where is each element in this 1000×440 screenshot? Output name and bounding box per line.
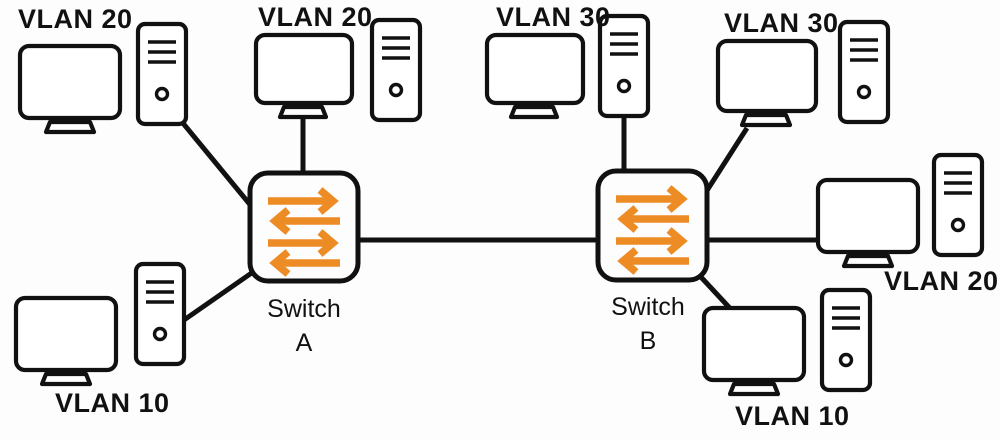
tower-icon xyxy=(597,13,651,119)
switch-arrows-icon xyxy=(268,187,340,277)
host-a-top[interactable]: VLAN 20 xyxy=(253,2,423,123)
vlan-label-b-right: VLAN 20 xyxy=(884,266,999,296)
monitor-icon xyxy=(17,43,123,135)
host-b-top-left[interactable]: VLAN 30 xyxy=(484,2,651,120)
switch-b-label-line2: B xyxy=(640,327,657,355)
vlan-label-b-bottom: VLAN 10 xyxy=(735,401,850,431)
tower-icon xyxy=(369,17,423,123)
monitor-icon xyxy=(715,38,819,128)
host-a-lower-left[interactable]: VLAN 10 xyxy=(13,261,187,418)
host-b-right[interactable]: VLAN 20 xyxy=(815,152,999,296)
monitor-icon xyxy=(253,32,355,120)
monitor-icon xyxy=(815,177,921,269)
link-host-a-lower-left[interactable] xyxy=(182,269,255,323)
tower-icon xyxy=(135,21,189,127)
monitor-icon xyxy=(13,295,119,387)
host-b-bottom[interactable]: VLAN 10 xyxy=(701,287,873,431)
vlan-label-a-top: VLAN 20 xyxy=(258,2,373,32)
switch-arrows-icon xyxy=(616,185,689,275)
links-layer xyxy=(180,117,820,323)
switch-b-label-line1: Switch xyxy=(611,293,685,321)
switch-a-label-line2: A xyxy=(296,329,313,357)
tower-icon xyxy=(133,261,187,367)
monitor-icon xyxy=(701,305,807,397)
vlan-label-b-top-left: VLAN 30 xyxy=(496,2,611,32)
switch-b[interactable]: Switch B xyxy=(595,168,710,355)
tower-icon xyxy=(837,19,891,125)
link-host-a-upper-left[interactable] xyxy=(180,120,254,209)
link-host-b-top-right[interactable] xyxy=(703,126,750,194)
host-a-upper-left[interactable]: VLAN 20 xyxy=(17,4,189,135)
tower-icon xyxy=(931,152,985,258)
switch-a[interactable]: Switch A xyxy=(247,170,361,357)
tower-icon xyxy=(819,287,873,393)
host-b-top-right[interactable]: VLAN 30 xyxy=(715,8,891,128)
vlan-label-a-upper-left: VLAN 20 xyxy=(18,4,133,34)
vlan-label-a-lower-left: VLAN 10 xyxy=(55,388,170,418)
switch-a-label-line1: Switch xyxy=(267,295,341,323)
vlan-label-b-top-right: VLAN 30 xyxy=(724,8,839,38)
monitor-icon xyxy=(484,32,586,120)
